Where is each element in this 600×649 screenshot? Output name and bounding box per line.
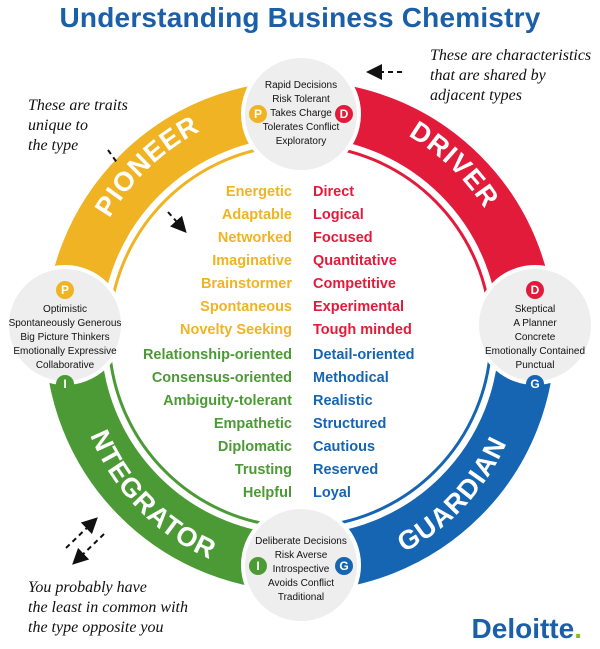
bubble-line: Introspective (273, 564, 330, 575)
bubble-line: Optimistic (43, 304, 87, 315)
trait-item: Adaptable (222, 207, 292, 223)
logo-dot: . (574, 613, 582, 644)
trait-item: Quantitative (313, 253, 397, 269)
trait-item: Ambiguity-tolerant (163, 393, 292, 409)
trait-item: Reserved (313, 462, 378, 478)
bubble-line: Takes Charge (270, 108, 332, 119)
bubble-line: Deliberate Decisions (255, 536, 347, 547)
arrow-icon (72, 533, 105, 565)
bubble-line: Collaborative (36, 360, 95, 371)
bubble-line: Skeptical (515, 304, 556, 315)
right-bubble: Skeptical A Planner Concrete Emotionally… (475, 265, 595, 393)
badge-letter: I (256, 559, 259, 573)
guardian-badge-icon (526, 375, 544, 393)
note-line: that are shared by (430, 67, 546, 84)
trait-item: Tough minded (313, 322, 412, 338)
driver-badge-icon (335, 105, 353, 123)
note-opposite-type: You probably have the least in common wi… (28, 578, 188, 638)
trait-item: Spontaneous (200, 299, 292, 315)
dashed-line-icon (107, 149, 119, 165)
guardian-trait-list: Detail-orientedMethodicalRealisticStruct… (313, 347, 415, 501)
integrator-trait-list: Relationship-orientedConsensus-orientedA… (143, 347, 292, 501)
left-bubble: Optimistic Spontaneously Generous Big Pi… (5, 265, 125, 393)
bubble-line: Risk Averse (275, 550, 328, 561)
trait-item: Focused (313, 230, 373, 246)
trait-item: Experimental (313, 299, 404, 315)
integrator-badge-icon (56, 375, 74, 393)
trait-item: Cautious (313, 439, 375, 455)
trait-item: Realistic (313, 393, 373, 409)
trait-item: Competitive (313, 276, 396, 292)
note-line: the type opposite you (28, 619, 164, 636)
note-line: These are traits (28, 97, 128, 114)
badge-letter: P (61, 283, 69, 297)
trait-item: Imaginative (212, 253, 292, 269)
pioneer-trait-list: EnergeticAdaptableNetworkedImaginativeBr… (180, 184, 292, 338)
pioneer-badge-icon (56, 281, 74, 299)
trait-item: Structured (313, 416, 386, 432)
badge-letter: G (339, 559, 348, 573)
note-line: unique to (28, 117, 88, 134)
bubble-line: Exploratory (276, 136, 327, 147)
bubble-line: Avoids Conflict (268, 578, 334, 589)
arrow-icon (167, 211, 187, 233)
bubble-line: Risk Tolerant (272, 94, 330, 105)
guardian-inner-line (306, 342, 493, 529)
top-bubble: Rapid Decisions Risk Tolerant Takes Char… (241, 54, 361, 174)
logo-text: Deloitte (471, 613, 575, 644)
bubble-line: Concrete (515, 332, 556, 343)
trait-item: Empathetic (214, 416, 292, 432)
bubble-line: Emotionally Expressive (13, 346, 117, 357)
driver-badge-icon (526, 281, 544, 299)
bottom-bubble: Deliberate Decisions Risk Averse Introsp… (241, 505, 361, 625)
note-line: You probably have (28, 579, 147, 596)
trait-item: Brainstormer (201, 276, 292, 292)
note-line: the type (28, 137, 79, 154)
bubble-line: Big Picture Thinkers (20, 332, 109, 343)
trait-item: Logical (313, 207, 364, 223)
trait-item: Novelty Seeking (180, 322, 292, 338)
trait-item: Networked (218, 230, 292, 246)
note-line: the least in common with (28, 599, 188, 616)
badge-letter: I (63, 377, 66, 391)
trait-item: Methodical (313, 370, 389, 386)
bubble-line: Traditional (278, 592, 324, 603)
driver-trait-list: DirectLogicalFocusedQuantitativeCompetit… (313, 184, 412, 338)
bubble-line: Emotionally Contained (485, 346, 585, 357)
bubble-line: Rapid Decisions (265, 80, 337, 91)
bubble-line: Tolerates Conflict (263, 122, 340, 133)
badge-letter: D (340, 107, 349, 121)
note-unique-traits: These are traits unique to the type (28, 96, 128, 156)
note-line: These are characteristics (430, 47, 592, 64)
trait-item: Diplomatic (218, 439, 292, 455)
guardian-badge-icon (335, 557, 353, 575)
trait-item: Loyal (313, 485, 351, 501)
trait-item: Helpful (243, 485, 292, 501)
badge-letter: G (530, 377, 539, 391)
badge-letter: D (531, 283, 540, 297)
integrator-badge-icon (249, 557, 267, 575)
trait-item: Direct (313, 184, 354, 200)
note-shared-characteristics: These are characteristics that are share… (430, 46, 591, 106)
bubble-line: Punctual (516, 360, 555, 371)
integrator-inner-line (107, 342, 294, 529)
bubble-line: A Planner (513, 318, 557, 329)
bubble-line: Spontaneously Generous (9, 318, 122, 329)
trait-item: Consensus-oriented (152, 370, 292, 386)
trait-item: Detail-oriented (313, 347, 415, 363)
pioneer-badge-icon (249, 105, 267, 123)
note-line: adjacent types (430, 87, 522, 104)
trait-item: Energetic (226, 184, 292, 200)
arrow-icon (65, 517, 98, 549)
trait-item: Trusting (235, 462, 292, 478)
trait-item: Relationship-oriented (143, 347, 292, 363)
page-title: Understanding Business Chemistry (59, 2, 541, 33)
deloitte-logo: Deloitte. (472, 613, 582, 645)
badge-letter: P (254, 107, 262, 121)
